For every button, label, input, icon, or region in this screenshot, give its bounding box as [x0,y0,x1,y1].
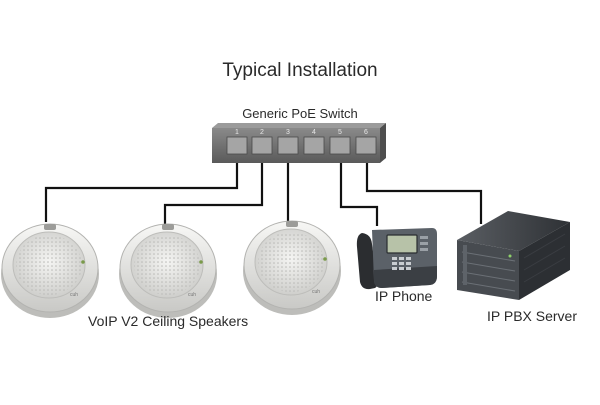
port-number: 2 [260,129,264,136]
switch-port-3 [277,136,299,155]
svg-text:cuh: cuh [312,289,320,295]
port-numbers: 1 2 3 4 5 6 [235,129,368,136]
switch-port-5 [329,136,351,155]
poe-switch: 1 2 3 4 5 6 [212,123,386,163]
svg-text:cuh: cuh [70,292,78,298]
switch-ports [226,136,377,155]
port-number: 5 [338,129,342,136]
ip-pbx-server [457,211,570,300]
ceiling-speaker-1: cuh [1,223,99,318]
ceiling-speaker-2: cuh [119,223,217,318]
switch-port-4 [303,136,325,155]
phone-label: IP Phone [375,288,433,304]
port-number: 4 [312,129,316,136]
diagram-title: Typical Installation [222,60,378,81]
phone-screen [386,234,418,254]
phone-handset [356,233,378,290]
cables [44,158,483,226]
speakers-label: VoIP V2 Ceiling Speakers [88,313,249,329]
cable-port1-speaker1 [44,158,239,222]
ip-phone [356,228,437,290]
cable-port6-server [365,158,483,224]
port-number: 6 [364,129,368,136]
switch-label: Generic PoE Switch [242,106,358,121]
port-number: 3 [286,129,290,136]
server-bays [461,251,516,292]
cable-port5-phone [339,158,379,226]
ceiling-speaker-3: cuh [243,220,341,315]
switch-port-2 [251,136,273,155]
switch-port-6 [355,136,377,155]
phone-keypad [392,257,411,270]
svg-text:cuh: cuh [188,292,196,298]
cable-port2-speaker2 [163,158,264,224]
port-number: 1 [235,129,239,136]
switch-port-1 [226,136,248,155]
server-label: IP PBX Server [487,308,578,324]
